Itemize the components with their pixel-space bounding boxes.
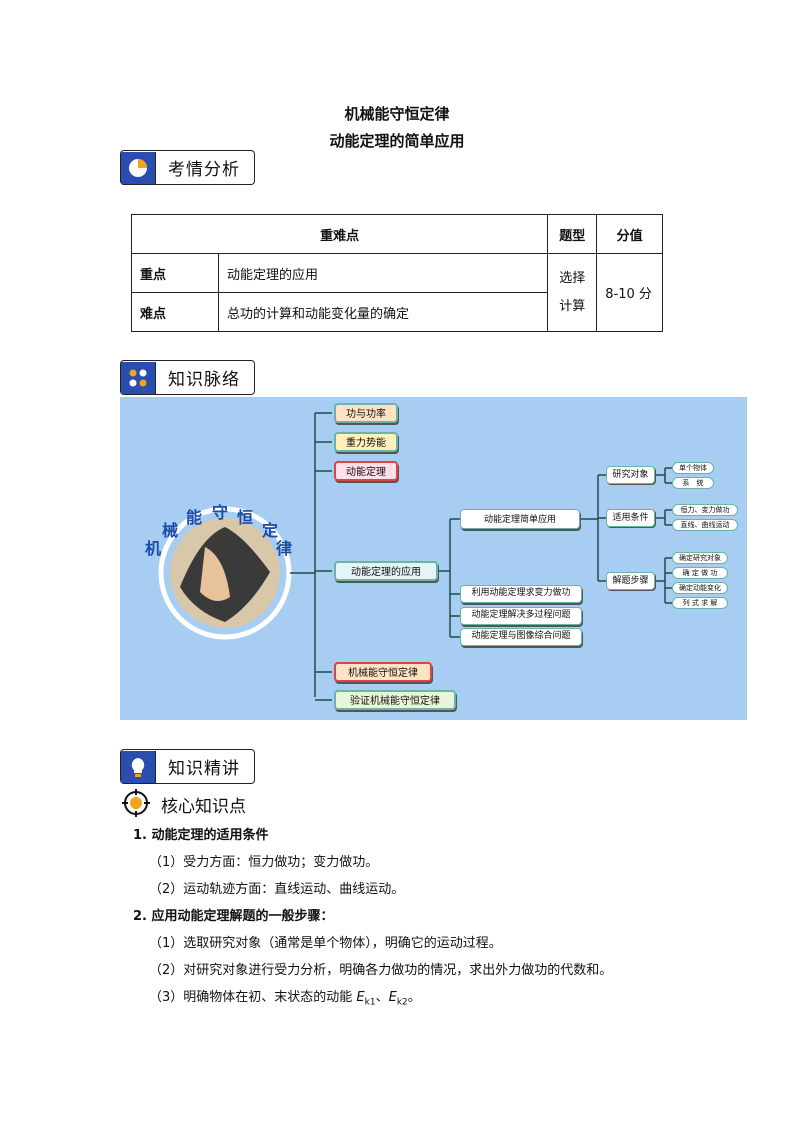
mindmap-l4-node: 直线、曲线运动 — [672, 519, 738, 531]
circle-title-char: 律 — [276, 539, 293, 558]
document-subtitle: 动能定理的简单应用 — [329, 132, 465, 150]
point-text: （2）运动轨迹方面：直线运动、曲线运动。 — [149, 882, 405, 897]
table-header-score: 分值 — [596, 214, 663, 254]
mindmap-l3-node: 研究对象 — [606, 466, 655, 484]
point-text: （1）受力方面：恒力做功；变力做功。 — [149, 855, 379, 870]
mind-map-connectors — [158, 412, 672, 701]
pie-chart-icon — [121, 151, 156, 184]
mind-map: 机 械 能 守 恒 定 律 功与功率 重力势能 动能定理 动能定理的应用 机械能… — [120, 397, 747, 720]
circle-title-char: 守 — [212, 503, 229, 522]
section-header-analysis: 考情分析 — [120, 150, 255, 185]
mindmap-subnode: 动能定理简单应用 — [460, 509, 580, 529]
table-row-label: 难点 — [131, 292, 219, 332]
mindmap-l4-node: 确定动能变化 — [672, 582, 728, 594]
difficulty-table: 重难点 题型 分值 重点 动能定理的应用 选择计算 8-10 分 难点 总功的计… — [130, 214, 663, 332]
mindmap-subnode: 动能定理解决多过程问题 — [460, 607, 582, 625]
mindmap-node: 动能定理 — [334, 461, 398, 481]
table-header-type: 题型 — [547, 214, 598, 254]
circle-title-char: 械 — [162, 521, 179, 540]
mindmap-subnode: 动能定理与图像综合问题 — [460, 628, 582, 646]
document-title: 机械能守恒定律 — [344, 105, 450, 123]
circle-title-char: 机 — [145, 539, 162, 558]
point-text: （1）选取研究对象（通常是单个物体），明确它的运动过程。 — [149, 936, 502, 951]
mindmap-node: 功与功率 — [334, 403, 398, 423]
mindmap-l4-node: 单个物体 — [672, 462, 714, 474]
lightbulb-icon — [121, 750, 156, 783]
mindmap-node: 动能定理的应用 — [334, 561, 438, 581]
table-cell-type: 选择计算 — [547, 253, 598, 332]
section-label: 考情分析 — [168, 160, 240, 180]
circle-title-char: 能 — [186, 508, 203, 527]
section-header-context: 知识脉络 — [120, 360, 255, 395]
point-text: （3）明确物体在初、末状态的动能 Ek1、Ek2。 — [149, 990, 421, 1008]
mindmap-l4-node: 恒力、变力做功 — [672, 504, 738, 516]
section-label: 知识精讲 — [168, 759, 240, 779]
table-row-content: 动能定理的应用 — [217, 253, 549, 293]
point-heading: 1. 动能定理的适用条件 — [133, 828, 269, 843]
mindmap-l3-node: 适用条件 — [606, 509, 655, 527]
table-header-difficulty: 重难点 — [130, 214, 549, 254]
table-row-label: 重点 — [131, 253, 219, 293]
mindmap-node: 重力势能 — [334, 432, 398, 452]
table-cell-score: 8-10 分 — [596, 253, 663, 332]
table-row-content: 总功的计算和动能变化量的确定 — [217, 292, 549, 332]
mindmap-l4-node: 系 统 — [672, 477, 714, 489]
core-knowledge-title: 核心知识点 — [161, 797, 246, 817]
point-heading: 2. 应用动能定理解题的一般步骤： — [133, 909, 334, 924]
mindmap-l3-node: 解题步骤 — [606, 572, 655, 590]
mindmap-l4-node: 确定研究对象 — [672, 552, 728, 564]
mindmap-node: 验证机械能守恒定律 — [334, 690, 456, 710]
mindmap-l4-node: 确 定 做 功 — [672, 567, 728, 579]
mindmap-node: 机械能守恒定律 — [334, 662, 432, 682]
section-label: 知识脉络 — [168, 370, 240, 390]
mindmap-subnode: 利用动能定理求变力做功 — [460, 585, 582, 603]
section-header-lecture: 知识精讲 — [120, 749, 255, 784]
network-icon — [121, 361, 156, 394]
mindmap-l4-node: 列 式 求 解 — [672, 597, 728, 609]
point-text: （2）对研究对象进行受力分析，明确各力做功的情况，求出外力做功的代数和。 — [149, 963, 613, 978]
circle-title-char: 定 — [262, 521, 279, 540]
target-icon — [122, 789, 150, 817]
circle-title-char: 恒 — [237, 508, 254, 527]
